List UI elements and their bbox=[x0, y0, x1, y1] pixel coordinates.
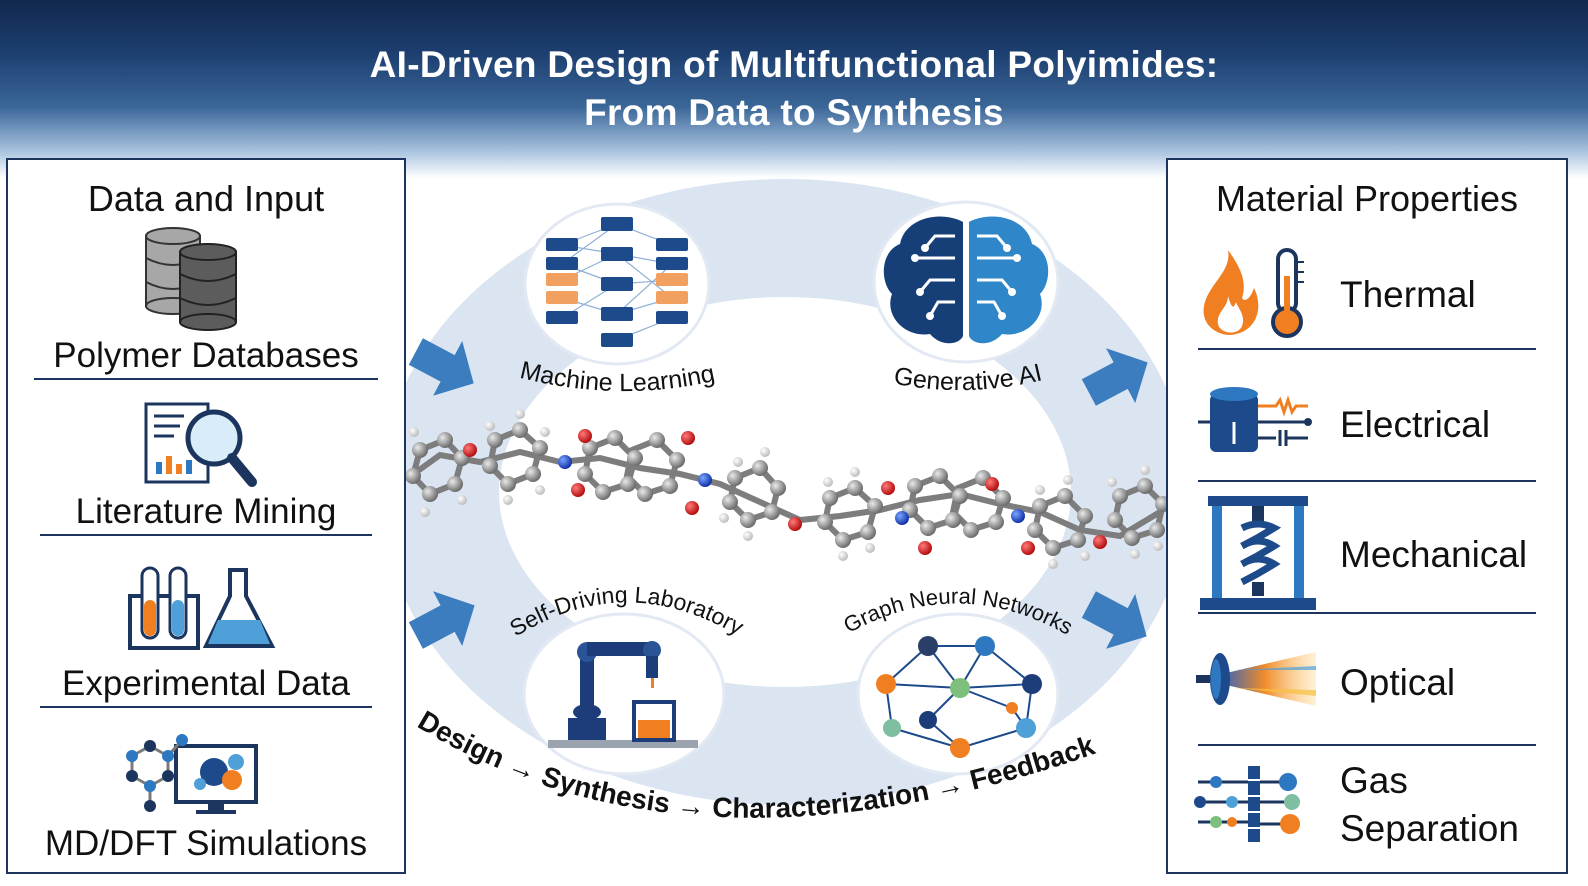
lens-light-beam-icon bbox=[1196, 652, 1316, 706]
divider bbox=[1198, 348, 1536, 350]
cycle-arrow-1: → bbox=[504, 748, 541, 787]
divider bbox=[40, 706, 372, 708]
cycle-arrow-3: → bbox=[932, 767, 966, 803]
material-properties-panel: Material Properties Thermal Electrical M… bbox=[1166, 158, 1568, 874]
database-icon bbox=[145, 227, 237, 331]
cycle-step-feedback: Feedback bbox=[967, 729, 1099, 795]
polyimide-molecule bbox=[406, 426, 1167, 552]
input-arrow-top bbox=[408, 338, 474, 396]
method-label-self-driving-laboratory: Self-Driving Laboratory bbox=[505, 581, 749, 641]
test-tubes-flask-icon bbox=[128, 566, 276, 650]
report-magnifier-icon bbox=[144, 402, 257, 487]
title-line-1: AI-Driven Design of Multifunctional Poly… bbox=[369, 44, 1219, 85]
divider bbox=[1198, 480, 1536, 482]
press-spring-icon bbox=[1200, 496, 1316, 610]
property-label-separation: Separation bbox=[1340, 808, 1519, 849]
title-line-2: From Data to Synthesis bbox=[584, 92, 1004, 133]
property-label-mechanical: Mechanical bbox=[1340, 534, 1528, 575]
output-arrow-top bbox=[1081, 348, 1148, 406]
neural-network-icon bbox=[523, 202, 711, 366]
cycle-step-design: Design bbox=[413, 705, 509, 775]
property-label-optical: Optical bbox=[1340, 662, 1456, 703]
method-label-machine-learning: Machine Learning bbox=[518, 356, 718, 397]
cycle-step-characterization: Characterization bbox=[712, 775, 932, 824]
property-label-thermal: Thermal bbox=[1340, 274, 1476, 315]
method-label-generative-ai: Generative AI bbox=[892, 358, 1045, 396]
graph-network-icon bbox=[856, 612, 1060, 776]
cycle-arrow-2: → bbox=[676, 789, 707, 822]
property-label-electrical: Electrical bbox=[1340, 404, 1491, 445]
molecule-atoms bbox=[395, 409, 1171, 569]
cycle-label: Design → Synthesis → Characterization → … bbox=[413, 705, 1099, 824]
property-label-gas: Gas bbox=[1340, 760, 1408, 801]
capacitor-circuit-icon bbox=[1198, 387, 1312, 452]
method-label-graph-neural-networks: Graph Neural Networks bbox=[839, 583, 1077, 639]
robot-arm-icon bbox=[522, 612, 726, 776]
item-label-literature-mining: Literature Mining bbox=[75, 492, 337, 531]
data-input-panel: Data and Input Polymer Databases Literat… bbox=[6, 158, 406, 874]
ai-brain-icon bbox=[872, 200, 1060, 364]
membrane-separation-icon bbox=[1194, 766, 1300, 842]
cycle-step-synthesis: Synthesis bbox=[538, 760, 672, 819]
item-label-md-dft-simulations: MD/DFT Simulations bbox=[44, 824, 368, 863]
output-arrow-bottom bbox=[1081, 591, 1147, 649]
divider bbox=[1198, 744, 1536, 746]
item-label-polymer-databases: Polymer Databases bbox=[53, 336, 359, 375]
divider bbox=[1198, 612, 1536, 614]
data-input-title: Data and Input bbox=[87, 178, 325, 219]
item-label-experimental-data: Experimental Data bbox=[62, 664, 350, 703]
cycle-ring bbox=[381, 179, 1189, 805]
title-banner: AI-Driven Design of Multifunctional Poly… bbox=[0, 0, 1588, 178]
molecule-monitor-icon bbox=[126, 734, 258, 814]
divider bbox=[40, 534, 372, 536]
input-arrow-bottom bbox=[408, 591, 475, 649]
flame-thermometer-icon bbox=[1203, 248, 1304, 338]
material-properties-title: Material Properties bbox=[1215, 178, 1519, 219]
divider bbox=[34, 378, 378, 380]
